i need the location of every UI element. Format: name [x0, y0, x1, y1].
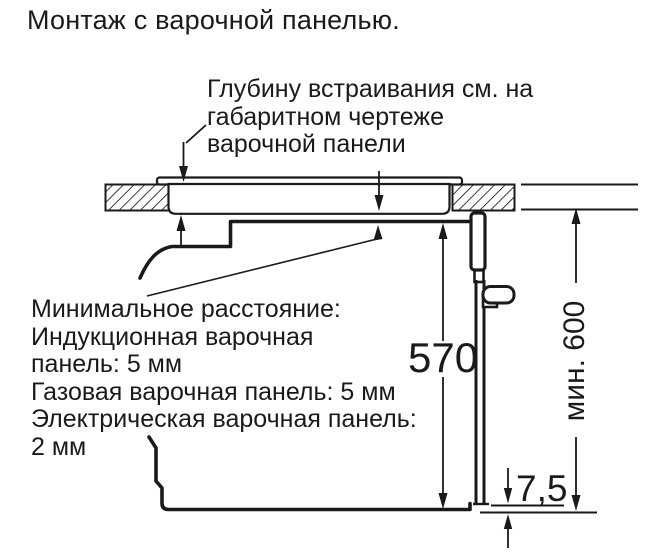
- minimum-distance-note: Минимальное расстояние: Индукционная вар…: [31, 295, 417, 461]
- depth-annotation-arrows: [179, 124, 384, 211]
- dimension-label-niche-height: мин. 600: [558, 300, 591, 422]
- dimension-label-oven-height: 570: [408, 334, 479, 381]
- min-distance-arrows: [146, 215, 383, 297]
- oven-door-front: [473, 280, 489, 506]
- oven-top-outline: [138, 219, 472, 280]
- door-handle: [481, 285, 516, 305]
- worktop-extension-lines: [521, 183, 638, 211]
- oven-front-frame: [469, 211, 487, 272]
- dimension-75-lines: [480, 468, 597, 548]
- page-title: Монтаж с варочной панелью.: [27, 5, 400, 35]
- dimension-570-line: [438, 223, 448, 509]
- oven-bottom-outline: [147, 435, 472, 512]
- installation-depth-note: Глубину встраивания см. на габаритном че…: [207, 75, 534, 158]
- dimension-600-line: [571, 208, 581, 511]
- worktop-left-section: [104, 183, 172, 212]
- worktop-right-section: [451, 183, 516, 212]
- hob-body: [167, 182, 451, 215]
- dimension-label-door-gap: 7,5: [516, 468, 568, 509]
